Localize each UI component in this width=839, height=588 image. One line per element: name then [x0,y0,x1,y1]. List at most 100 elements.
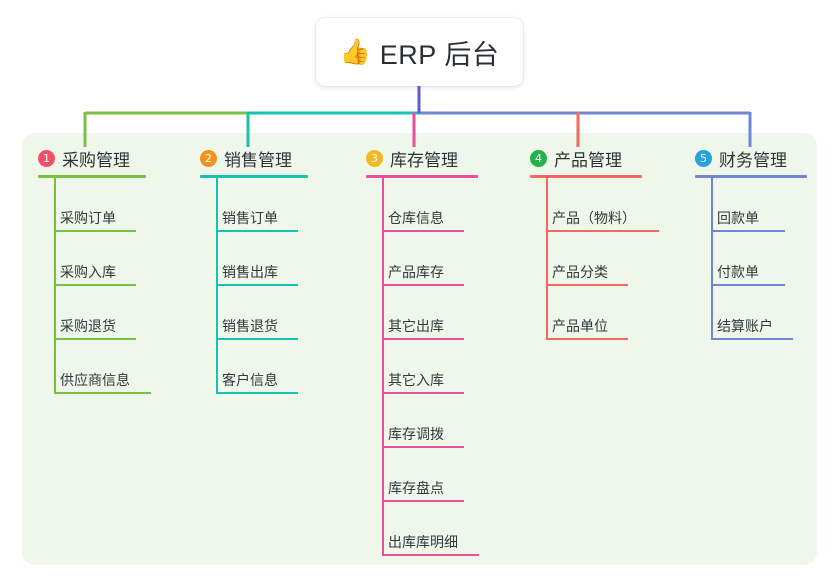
leaf-item-label: 其它入库 [388,372,444,388]
leaf-item-label: 销售订单 [222,210,278,226]
leaf-item-underline [54,392,151,394]
branch-underline-3 [366,175,478,178]
branch-spine-3 [382,178,384,556]
branch-items-5: 回款单付款单结算账户 [695,178,807,340]
leaf-item[interactable]: 销售订单 [200,178,308,232]
branch-badge-5: 5 [695,149,712,167]
branch-underline-1 [38,175,146,178]
leaf-item-underline [54,338,136,340]
leaf-item-label: 结算账户 [717,318,773,334]
leaf-item-underline [382,500,464,502]
branch-header-1[interactable]: 1 采购管理 [38,146,146,170]
leaf-item-underline [711,338,793,340]
leaf-item[interactable]: 出库库明细 [366,502,479,556]
leaf-item-underline [546,284,628,286]
leaf-item[interactable]: 销售出库 [200,232,308,286]
branch-header-4[interactable]: 4 产品管理 [530,146,642,170]
leaf-item-label: 其它出库 [388,318,444,334]
branch-title-1: 采购管理 [62,150,130,170]
leaf-item-label: 付款单 [717,264,759,280]
leaf-item[interactable]: 库存调拨 [366,394,478,448]
branch-header-2[interactable]: 2 销售管理 [200,146,308,170]
leaf-item-underline [711,284,785,286]
leaf-item-label: 供应商信息 [60,372,130,388]
leaf-item-underline [382,338,464,340]
leaf-item[interactable]: 产品分类 [530,232,642,286]
branch-items-3: 仓库信息产品库存其它出库其它入库库存调拨库存盘点出库库明细 [366,178,479,556]
branch-column-2: 2 销售管理销售订单销售出库销售退货客户信息 [200,146,308,394]
root-node-title: ERP 后台 [379,39,500,70]
leaf-item-underline [54,284,136,286]
branch-badge-2: 2 [200,149,217,167]
branch-items-4: 产品（物料） 产品分类产品单位 [530,178,659,340]
leaf-item[interactable]: 其它入库 [366,340,478,394]
leaf-item-underline [382,554,479,556]
branch-badge-4: 4 [530,149,547,167]
leaf-item[interactable]: 销售退货 [200,286,308,340]
leaf-item[interactable]: 其它出库 [366,286,478,340]
leaf-item-label: 产品库存 [388,264,444,280]
leaf-item-label: 客户信息 [222,372,278,388]
leaf-item-underline [711,230,785,232]
branch-badge-3: 3 [366,149,383,167]
branch-column-3: 3 库存管理仓库信息产品库存其它出库其它入库库存调拨库存盘点出库库明细 [366,146,479,556]
leaf-item-label: 销售出库 [222,264,278,280]
leaf-item-underline [54,230,136,232]
leaf-item[interactable]: 回款单 [695,178,807,232]
branch-underline-5 [695,175,807,178]
branch-underline-2 [200,175,308,178]
leaf-item[interactable]: 产品库存 [366,232,478,286]
branch-title-3: 库存管理 [390,150,458,170]
leaf-item-label: 产品（物料） [552,210,636,226]
diagram-panel [22,133,817,565]
leaf-item[interactable]: 库存盘点 [366,448,478,502]
leaf-item[interactable]: 采购退货 [38,286,146,340]
leaf-item-label: 库存盘点 [388,480,444,496]
branch-header-3[interactable]: 3 库存管理 [366,146,478,170]
leaf-item-label: 回款单 [717,210,759,226]
branch-items-2: 销售订单销售出库销售退货客户信息 [200,178,308,394]
leaf-item-underline [382,446,464,448]
leaf-item-label: 采购退货 [60,318,116,334]
leaf-item[interactable]: 付款单 [695,232,807,286]
leaf-item-label: 仓库信息 [388,210,444,226]
thumbs-up-icon: 👍 [339,37,371,66]
leaf-item[interactable]: 客户信息 [200,340,308,394]
leaf-item-underline [216,392,298,394]
leaf-item-label: 采购入库 [60,264,116,280]
branch-items-1: 采购订单采购入库采购退货供应商信息 [38,178,151,394]
leaf-item[interactable]: 产品单位 [530,286,642,340]
branch-title-2: 销售管理 [224,150,292,170]
leaf-item-underline [216,230,298,232]
leaf-item-label: 采购订单 [60,210,116,226]
leaf-item-label: 出库库明细 [388,534,458,550]
root-node[interactable]: 👍 ERP 后台 [316,18,523,86]
branch-column-1: 1 采购管理采购订单采购入库采购退货供应商信息 [38,146,151,394]
leaf-item[interactable]: 采购入库 [38,232,146,286]
branch-underline-4 [530,175,642,178]
leaf-item-underline [546,338,628,340]
leaf-item[interactable]: 仓库信息 [366,178,478,232]
branch-header-5[interactable]: 5 财务管理 [695,146,807,170]
branch-spine-5 [711,178,713,340]
leaf-item-underline [546,230,659,232]
branch-column-5: 5 财务管理回款单付款单结算账户 [695,146,807,340]
leaf-item-underline [382,284,464,286]
branch-spine-4 [546,178,548,340]
leaf-item[interactable]: 结算账户 [695,286,807,340]
leaf-item-underline [216,284,298,286]
leaf-item-underline [216,338,298,340]
leaf-item-label: 产品分类 [552,264,608,280]
branch-badge-1: 1 [38,149,55,167]
leaf-item-underline [382,230,464,232]
branch-column-4: 4 产品管理产品（物料） 产品分类产品单位 [530,146,659,340]
branch-title-4: 产品管理 [554,150,622,170]
leaf-item-label: 产品单位 [552,318,608,334]
leaf-item-label: 销售退货 [222,318,278,334]
leaf-item[interactable]: 产品（物料） [530,178,659,232]
leaf-item-underline [382,392,464,394]
branch-title-5: 财务管理 [719,150,787,170]
leaf-item[interactable]: 采购订单 [38,178,146,232]
branch-spine-2 [216,178,218,394]
leaf-item[interactable]: 供应商信息 [38,340,151,394]
